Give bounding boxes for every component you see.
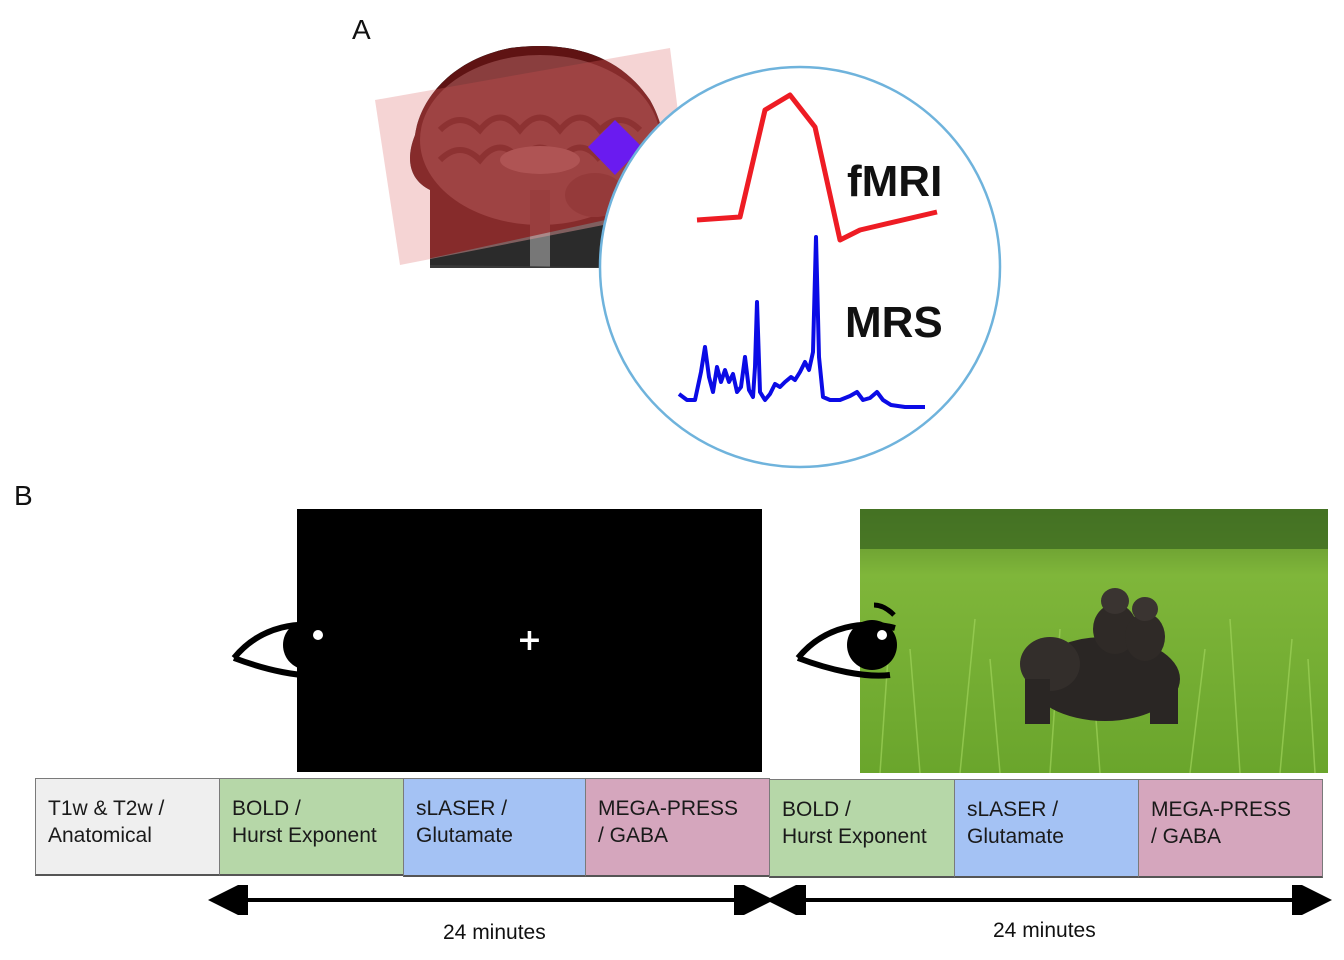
fmri-mrs-circle: fMRI MRS bbox=[598, 65, 1002, 469]
timeline-block-mega-press-1: MEGA-PRESS / GABA bbox=[585, 778, 770, 877]
timeline-block-mega-press-2: MEGA-PRESS / GABA bbox=[1138, 779, 1323, 878]
panel-label-a: A bbox=[352, 14, 371, 45]
fmri-bold-curve bbox=[696, 92, 938, 243]
duration-arrows bbox=[208, 885, 1332, 915]
eye-icon bbox=[795, 602, 897, 679]
mrs-spectrum-curve bbox=[677, 235, 925, 409]
fmri-label: fMRI bbox=[847, 157, 942, 206]
duration-label-2: 24 minutes bbox=[993, 919, 1096, 942]
timeline-block-slaser-1: sLASER / Glutamate bbox=[403, 778, 586, 877]
gorilla-photo bbox=[860, 509, 1328, 773]
duration-label-1: 24 minutes bbox=[443, 921, 546, 944]
timeline-block-slaser-2: sLASER / Glutamate bbox=[954, 779, 1139, 878]
rest-screen: + bbox=[297, 509, 762, 772]
fixation-cross: + bbox=[516, 622, 543, 658]
timeline-block-bold-1: BOLD / Hurst Exponent bbox=[219, 778, 404, 876]
eye-icon bbox=[231, 602, 333, 679]
mrs-label: MRS bbox=[845, 298, 943, 347]
timeline-block-anatomical: T1w & T2w / Anatomical bbox=[35, 778, 220, 876]
timeline-block-bold-2: BOLD / Hurst Exponent bbox=[769, 779, 955, 878]
panel-label-b: B bbox=[14, 480, 33, 511]
